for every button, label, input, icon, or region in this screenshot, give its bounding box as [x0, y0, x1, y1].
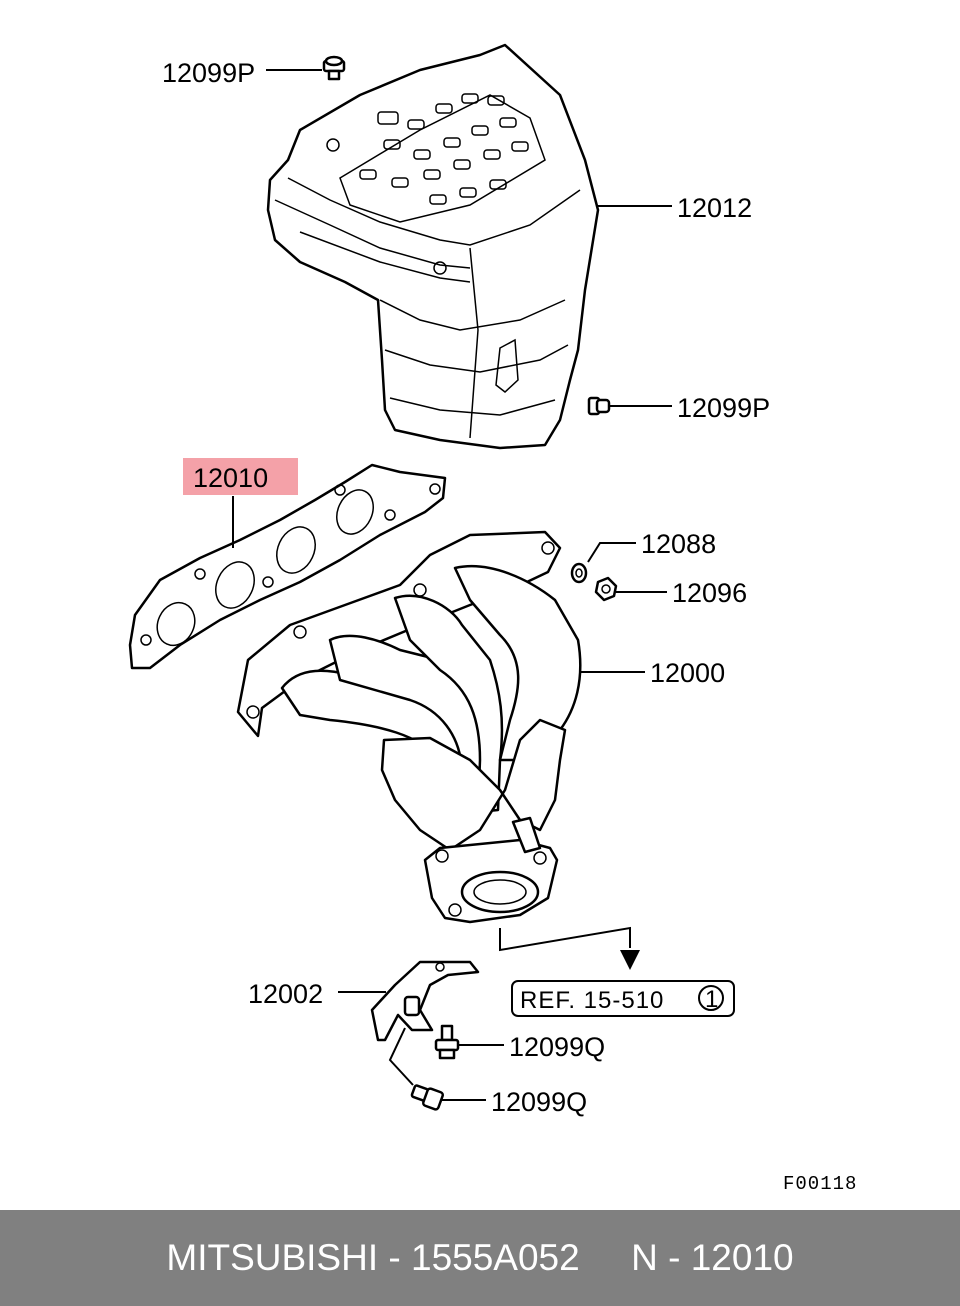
figure-code: F00118: [783, 1173, 857, 1195]
heat-shield-vents: [326, 93, 529, 275]
callout-bolt-top: 12099P: [162, 58, 255, 88]
washer-part: [570, 562, 588, 584]
callout-washer: 12088: [641, 529, 716, 559]
gasket-highlight: [183, 458, 298, 495]
footer-part-info: MITSUBISHI - 1555A052 N - 12010: [166, 1237, 794, 1278]
bolt-q1-part: [434, 1024, 460, 1060]
callout-bracket: 12002: [248, 979, 323, 1009]
bracket-part: [370, 960, 480, 1042]
callout-gasket: 12010: [193, 463, 268, 493]
footer-bar: MITSUBISHI - 1555A052 N - 12010: [0, 1210, 960, 1306]
bolt-right-part: [587, 396, 611, 416]
reference-arrow-icon: [620, 950, 640, 970]
callout-manifold: 12000: [650, 658, 725, 688]
nut-part: [594, 576, 618, 602]
callout-bolt-right: 12099P: [677, 393, 770, 423]
reference-box: [511, 980, 735, 1017]
callout-bolt-q2: 12099Q: [491, 1087, 587, 1117]
heat-shield-part: [266, 43, 600, 450]
parts-diagram: 12099P 12012 12099P 12010: [128, 43, 857, 1195]
bolt-q2-part: [410, 1084, 445, 1111]
reference-circle: [698, 985, 724, 1011]
gasket-part: [128, 463, 447, 670]
callout-bolt-q1: 12099Q: [509, 1032, 605, 1062]
callout-heat-shield: 12012: [677, 193, 752, 223]
reference-text: REF. 15-510: [520, 987, 664, 1014]
manifold-part: [236, 530, 582, 924]
callout-nut: 12096: [672, 578, 747, 608]
reference-circle-number: 1: [705, 986, 719, 1013]
bolt-top-part: [322, 55, 346, 81]
